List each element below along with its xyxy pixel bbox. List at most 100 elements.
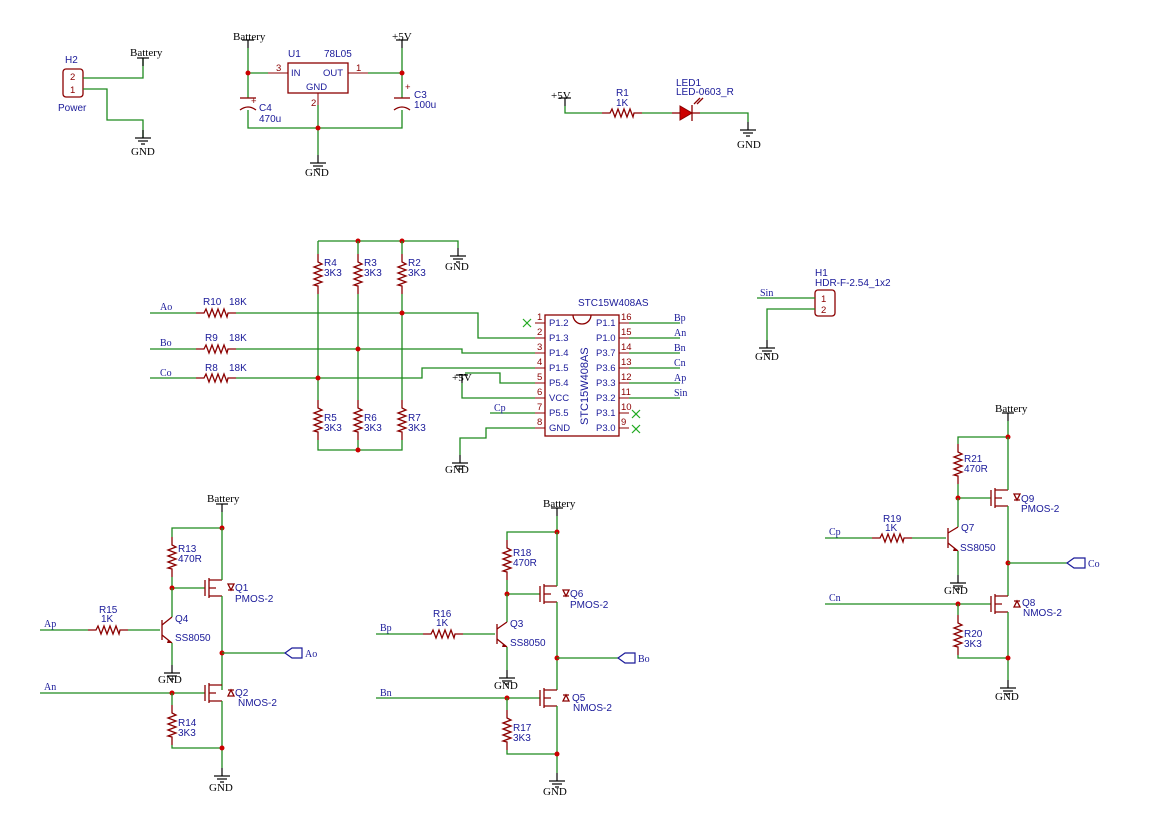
u1-gnd-pin: GND (306, 82, 327, 93)
r14-value: 3K3 (178, 728, 196, 739)
r8-resistor[interactable]: R8 18K (195, 363, 247, 383)
mcu-pin-number: 8 (537, 417, 542, 428)
c4-capacitor[interactable]: + C4 470u (239, 96, 281, 125)
q3-npn[interactable]: Q3 SS8050 (496, 619, 546, 649)
q8-value: NMOS-2 (1023, 608, 1062, 619)
co-output-port[interactable]: Co (1065, 557, 1100, 570)
net-ap-in: Ap (44, 619, 56, 630)
r19-resistor[interactable]: R19 1K (871, 514, 913, 543)
r19-ref: R19 (883, 514, 902, 525)
r2-value: 3K3 (408, 268, 426, 279)
r20-ref: R20 (964, 629, 983, 640)
r8-ref: R8 (205, 363, 218, 374)
h1-header[interactable]: 1 2 H1 HDR-F-2.54_1x2 (814, 268, 891, 317)
c3-ref: C3 (414, 90, 427, 101)
r13-resistor[interactable]: R13 470R (167, 536, 202, 578)
c4-plus: + (251, 96, 257, 107)
net-co-in: Co (160, 368, 172, 379)
mcu-pin-number: 5 (537, 372, 542, 383)
h2-power-connector[interactable]: 2 1 H2 Power (58, 55, 87, 114)
r5-ref: R5 (324, 413, 337, 424)
ao-output-port[interactable]: Ao (283, 647, 317, 660)
r16-resistor[interactable]: R16 1K (422, 609, 464, 639)
mcu-pin-number: 10 (621, 402, 632, 413)
r21-resistor[interactable]: R21 470R (953, 443, 988, 485)
r17-value: 3K3 (513, 733, 531, 744)
r5-resistor[interactable]: R5 3K3 (313, 399, 342, 441)
vcc5-label-led: +5V (551, 90, 571, 102)
r14-resistor[interactable]: R14 3K3 (167, 704, 197, 746)
q9-pmos[interactable]: Q9 PMOS-2 (990, 488, 1060, 515)
mcu-pin-number: 12 (621, 372, 632, 383)
q7-ref: Q7 (961, 523, 975, 534)
r3-resistor[interactable]: R3 3K3 (353, 241, 382, 295)
mcu-pin-number: 11 (621, 387, 631, 398)
q8-nmos[interactable]: Q8 NMOS-2 (990, 594, 1062, 619)
r18-value: 470R (513, 558, 537, 569)
net-sin-h1: Sin (760, 288, 773, 299)
mcu-pin-name: P1.5 (549, 363, 569, 374)
r6-resistor[interactable]: R6 3K3 (353, 399, 382, 441)
net-bn-mcu: Bn (674, 343, 686, 354)
q7-value: SS8050 (960, 543, 996, 554)
led1-diode[interactable]: LED1 LED-0603_R (672, 78, 734, 121)
mcu-pin-left: 1P1.2 (535, 312, 569, 329)
h1-pin-2: 2 (821, 305, 826, 316)
mcu-pin-name: P1.0 (596, 333, 616, 344)
r15-value: 1K (101, 614, 114, 625)
q6-pmos[interactable]: Q6 PMOS-2 (539, 584, 609, 611)
u1-regulator[interactable]: IN OUT GND 3 1 2 U1 78L05 (268, 49, 368, 109)
mcu-stc15w408as[interactable]: STC15W408AS STC15W408AS 1P1.22P1.33P1.44… (535, 298, 649, 437)
vcc5-label-mcu: +5V (452, 372, 472, 384)
bo-output-port[interactable]: Bo (616, 652, 650, 665)
q9-value: PMOS-2 (1021, 504, 1060, 515)
gnd-label-led: GND (737, 139, 761, 151)
net-ao-in: Ao (160, 302, 172, 313)
net-bp-mcu: Bp (674, 313, 686, 324)
r1-resistor[interactable]: R1 1K (601, 88, 643, 118)
h2-pin-1: 1 (70, 85, 75, 96)
r15-resistor[interactable]: R15 1K (87, 605, 129, 635)
gnd-label-h1: GND (755, 351, 779, 363)
q2-nmos[interactable]: Q2 NMOS-2 (204, 683, 277, 709)
q2-ref: Q2 (235, 688, 249, 699)
u1-out-pin: OUT (323, 68, 343, 79)
r9-resistor[interactable]: R9 18K (195, 333, 247, 354)
h1-pin-1: 1 (821, 294, 826, 305)
mcu-pin-name: P1.1 (596, 318, 616, 329)
gnd-label-div: GND (445, 261, 469, 273)
c3-capacitor[interactable]: + C3 100u (393, 82, 436, 111)
battery-label-b: Battery (543, 498, 576, 510)
net-bp-in: Bp (380, 623, 392, 634)
r7-resistor[interactable]: R7 3K3 (397, 399, 426, 441)
net-ap-mcu: Ap (674, 373, 686, 384)
q1-pmos[interactable]: Q1 PMOS-2 (204, 578, 274, 605)
r17-resistor[interactable]: R17 3K3 (502, 709, 532, 751)
q3-value: SS8050 (510, 638, 546, 649)
r20-resistor[interactable]: R20 3K3 (953, 614, 983, 656)
r7-ref: R7 (408, 413, 421, 424)
q7-npn[interactable]: Q7 SS8050 (947, 523, 996, 554)
r4-resistor[interactable]: R4 3K3 (313, 241, 342, 295)
battery-label-h2: Battery (130, 47, 163, 59)
u1-pin2: 2 (311, 98, 316, 109)
q4-npn[interactable]: Q4 SS8050 (161, 614, 211, 644)
h2-value: Power (58, 103, 87, 114)
r10-resistor[interactable]: R10 18K (195, 297, 247, 318)
q5-nmos[interactable]: Q5 NMOS-2 (539, 688, 612, 714)
q4-ref: Q4 (175, 614, 189, 625)
r18-resistor[interactable]: R18 470R (502, 539, 537, 581)
gnd-label-a1: GND (158, 674, 182, 686)
mcu-pin-left: 2P1.3 (535, 327, 569, 344)
mcu-pin-left: 5P5.4 (535, 372, 569, 389)
r8-value: 18K (229, 363, 247, 374)
r2-resistor[interactable]: R2 3K3 (397, 241, 426, 295)
net-cn-in: Cn (829, 593, 841, 604)
vcc5-label-u1: +5V (392, 31, 412, 43)
mcu-pin-name: P3.1 (596, 408, 616, 419)
r14-ref: R14 (178, 718, 197, 729)
